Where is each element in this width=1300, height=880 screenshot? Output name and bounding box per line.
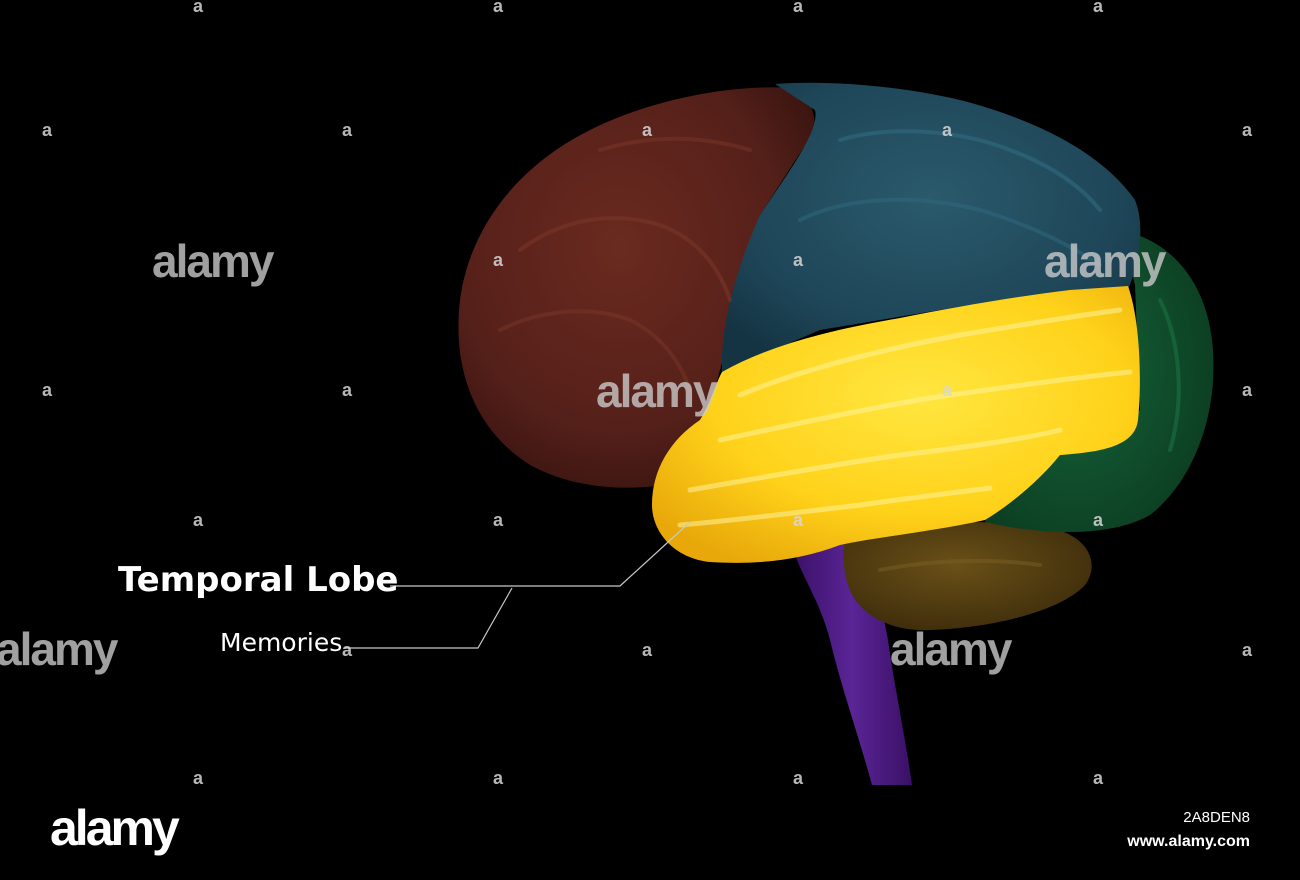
watermark-text: alamy [1044, 235, 1166, 287]
frontal-lobe-shape [458, 87, 815, 488]
watermark-mark: a [642, 640, 653, 660]
memories-label: Memories [220, 628, 343, 657]
watermark-mark: a [342, 380, 353, 400]
watermark-text: alamy [0, 623, 118, 675]
cortex-gyri-detail [498, 129, 1181, 572]
watermark-mark: a [342, 640, 353, 660]
temporal-lobe-shape [652, 286, 1140, 563]
watermark-mark: a [42, 380, 53, 400]
watermark-mark: a [793, 250, 804, 270]
watermark-mark: a [793, 0, 804, 16]
watermark-mark: a [942, 380, 953, 400]
watermark-mark: a [942, 120, 953, 140]
brainstem-shape [792, 540, 912, 785]
title-leader-line [390, 521, 691, 587]
watermark-text: alamy [152, 235, 274, 287]
watermark-mark: a [1242, 120, 1253, 140]
stock-image-id: 2A8DEN8 [1183, 809, 1250, 826]
watermark-mark: a [193, 510, 204, 530]
alamy-logo: alamy [50, 800, 180, 856]
watermark-mark: a [493, 768, 504, 788]
parietal-lobe-shape [721, 82, 1141, 372]
watermark-mark: a [793, 768, 804, 788]
watermark-text: alamy [596, 365, 718, 417]
occipital-lobe-shape [985, 230, 1214, 533]
watermark-mark: a [642, 120, 653, 140]
watermark-mark: a [1093, 510, 1104, 530]
watermark-mark: a [1242, 380, 1253, 400]
watermark-mark: a [793, 510, 804, 530]
watermark-mark: a [193, 0, 204, 16]
watermark-mark: a [493, 250, 504, 270]
watermark-text: alamy [890, 623, 1012, 675]
watermark-mark: a [342, 120, 353, 140]
watermark-mark: a [493, 0, 504, 16]
watermark-mark: a [1093, 0, 1104, 16]
cerebellum-shape [843, 522, 1092, 631]
watermark-mark: a [42, 120, 53, 140]
stock-url: www.alamy.com [1127, 833, 1250, 850]
watermark-mark: a [1242, 640, 1253, 660]
temporal-gyri-detail [677, 307, 1133, 528]
temporal-lobe-label: Temporal Lobe [118, 560, 399, 600]
watermark-mark: a [1093, 768, 1104, 788]
watermark-mark: a [493, 510, 504, 530]
subtitle-leader-line [345, 587, 513, 649]
watermark-mark: a [193, 768, 204, 788]
